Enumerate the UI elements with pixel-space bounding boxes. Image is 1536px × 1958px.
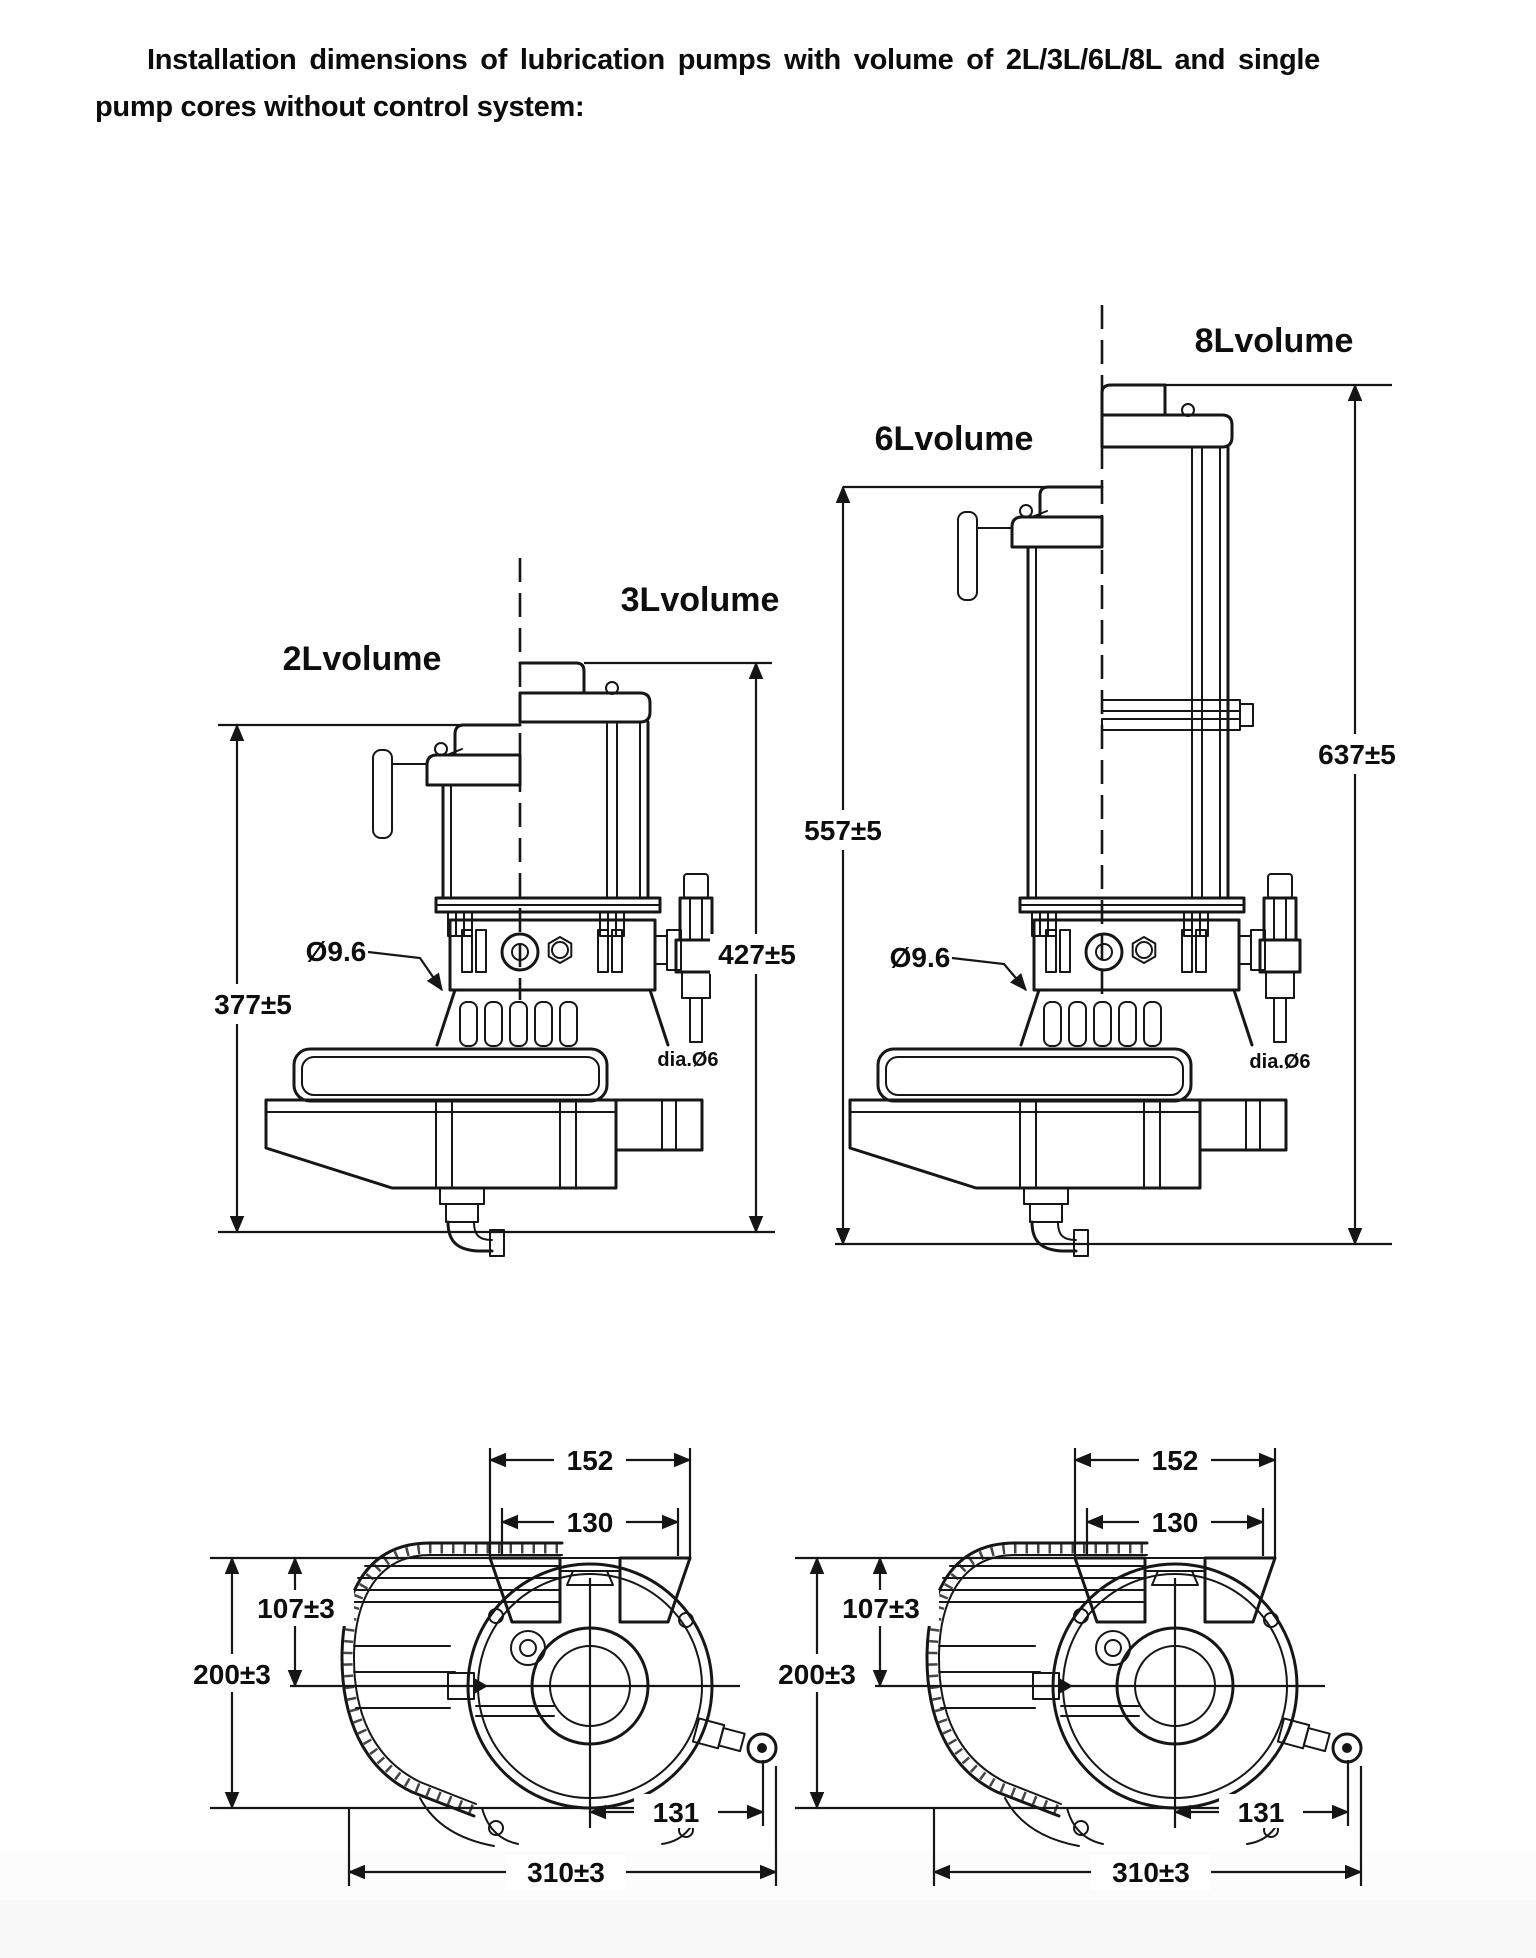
dim-width-inner: 130 xyxy=(1152,1507,1199,1538)
label-3l-volume: 3Lvolume xyxy=(621,581,780,619)
dimensions-2l-3l: 377±5 427±5 Ø9.6 dia.Ø6 xyxy=(200,661,804,1234)
pump-lower-assembly xyxy=(264,872,718,1258)
dim-width-overall: 310±3 xyxy=(527,1857,605,1888)
dim-height-overall: 200±3 xyxy=(778,1659,856,1690)
tank-6l xyxy=(957,485,1104,900)
side-view-2l-3l-pump: 377±5 427±5 Ø9.6 dia.Ø6 2Lvolume 3Lvolum… xyxy=(200,558,804,1258)
scan-noise xyxy=(0,1900,1536,1958)
side-view-6l-8l-pump: 557±5 637±5 Ø9.6 dia.Ø6 6Lvolume 8Lvolum… xyxy=(792,305,1406,1258)
tank-8l xyxy=(1100,383,1254,900)
front-view-left: 152 130 200±3 107±3 131 3 xyxy=(172,1440,776,1890)
label-outlet-tube: dia.Ø6 xyxy=(657,1049,718,1071)
callout-mount-hole: Ø9.6 xyxy=(306,936,367,967)
callout-mount-hole: Ø9.6 xyxy=(890,942,951,973)
dim-width-top: 152 xyxy=(567,1445,614,1476)
dim-height-8l: 637±5 xyxy=(1318,739,1396,770)
dim-center-to-outlet: 131 xyxy=(653,1797,700,1828)
dim-height-2l: 377±5 xyxy=(214,989,292,1020)
dim-width-inner: 130 xyxy=(567,1507,614,1538)
dim-center-to-outlet: 131 xyxy=(1238,1797,1285,1828)
dim-width-overall: 310±3 xyxy=(1112,1857,1190,1888)
label-2l-volume: 2Lvolume xyxy=(283,640,442,678)
dimensions-6l-8l: 557±5 637±5 Ø9.6 dia.Ø6 xyxy=(792,383,1406,1246)
dim-width-top: 152 xyxy=(1152,1445,1199,1476)
front-view-right: 152 130 200±3 107±3 131 3 xyxy=(757,1440,1361,1890)
tank-3l xyxy=(518,661,652,900)
dim-height-to-center: 107±3 xyxy=(842,1593,920,1624)
dimensions-front-left: 152 130 200±3 107±3 131 3 xyxy=(172,1440,778,1890)
dim-height-overall: 200±3 xyxy=(193,1659,271,1690)
page-title: Installation dimensions of lubrication p… xyxy=(95,44,1320,123)
dimensions-front-right: 152 130 200±3 107±3 131 3 xyxy=(757,1440,1363,1890)
dim-height-6l: 557±5 xyxy=(804,815,882,846)
label-outlet-tube: dia.Ø6 xyxy=(1249,1051,1310,1073)
pump-lower-assembly xyxy=(848,872,1302,1258)
label-8l-volume: 8Lvolume xyxy=(1195,322,1354,360)
tank-2l xyxy=(372,723,522,900)
dim-height-3l: 427±5 xyxy=(718,939,796,970)
label-6l-volume: 6Lvolume xyxy=(875,420,1034,458)
dim-height-to-center: 107±3 xyxy=(257,1593,335,1624)
